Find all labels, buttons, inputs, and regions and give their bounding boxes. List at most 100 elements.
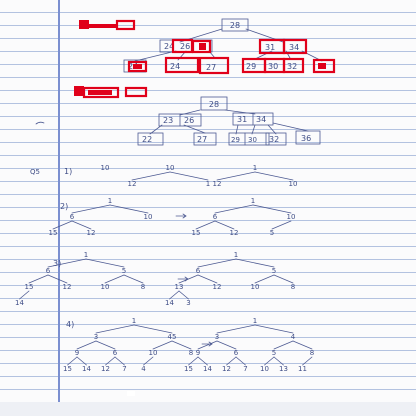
heap-node-key: 3 — [94, 333, 98, 341]
heap-edge — [197, 340, 218, 350]
heap-node-key: 13 — [175, 283, 184, 291]
heap-node-key: 3 — [215, 333, 219, 341]
heap-edge — [273, 274, 294, 284]
heap-edge — [214, 204, 254, 214]
heap-edge — [76, 356, 87, 366]
margin-line — [58, 0, 60, 416]
heap-edge — [188, 356, 199, 366]
heap-edge — [226, 356, 237, 366]
btree-1-key: 26 — [180, 42, 190, 51]
heap-node-key: 10 — [289, 180, 298, 188]
heap-edge — [216, 324, 256, 334]
heap-edge — [169, 171, 209, 181]
heap-edge — [19, 290, 30, 300]
redacted-mark — [88, 90, 112, 95]
heap-node-key: 10 — [149, 349, 158, 357]
heap-node-key: 14 — [15, 299, 24, 307]
heap-node-key: 45 — [168, 333, 177, 341]
heap-edge — [197, 258, 237, 268]
heap-edge — [47, 258, 87, 268]
exercise-label: 1) — [64, 167, 72, 176]
heap-edge — [252, 204, 292, 214]
heap-node-key: 6 — [46, 267, 51, 275]
exercise-label: 4) — [66, 320, 74, 329]
heap-edge — [104, 274, 125, 284]
heap-edge — [271, 220, 292, 230]
heap-node-key: 13 — [279, 365, 288, 373]
btree-2-root-key: 28 — [209, 100, 219, 109]
heap-node-key: 1 — [234, 251, 238, 259]
btree-1-leaf-key: 24 — [170, 62, 180, 71]
heap-node-key: 8 — [189, 349, 193, 357]
heap-node-key: 8 — [310, 349, 314, 357]
heap-node-key: 10 — [144, 213, 153, 221]
btree-1-leaf-key: 32 — [287, 62, 297, 71]
heap-node-key: 12 — [230, 229, 239, 237]
heap-edge — [195, 220, 216, 230]
btree-2-leaf-key: 27 — [197, 135, 207, 144]
heap-node-key: 6 — [70, 213, 75, 221]
heap-node-key: 1 — [108, 197, 112, 205]
btree-2-leaf-node — [228, 132, 270, 146]
heap-node-key: 8 — [291, 283, 295, 291]
btree-1-root-node — [221, 18, 249, 32]
heap-node-key: 14 — [82, 365, 91, 373]
btree-2-key: 26 — [184, 116, 194, 125]
heap-node-key: 12 — [63, 283, 72, 291]
btree-1-leaf-key: 30 — [268, 62, 278, 71]
heap-edge — [264, 356, 275, 366]
btree-2-leaf-node — [265, 132, 287, 146]
heap-node-key: 6 — [213, 213, 218, 221]
heap-edge — [71, 204, 111, 214]
heap-edge — [254, 324, 294, 334]
heap-edge — [178, 274, 199, 284]
redacted-mark — [318, 63, 326, 69]
exercise-label: 3) — [53, 259, 61, 268]
btree-2-leaf-key: 22 — [142, 135, 152, 144]
heap-node-key: 6 — [196, 267, 201, 275]
heap-node-key: 1 — [84, 251, 88, 259]
highlight-box — [282, 38, 308, 55]
heap-node-key: 1 — [206, 180, 210, 188]
heap-node-key: 7 — [243, 365, 247, 373]
btree-2-key: 34 — [256, 115, 266, 124]
heap-edge — [114, 356, 125, 366]
heap-node-key: 4 — [291, 333, 296, 341]
heap-node-key: 3 — [186, 299, 190, 307]
highlight-box — [191, 39, 212, 54]
heap-node-key: 7 — [122, 365, 126, 373]
heap-node-key: 1 — [132, 317, 136, 325]
btree-2-root-node — [200, 96, 228, 111]
redacted-mark — [115, 19, 136, 31]
redacted-mark — [124, 86, 148, 98]
heap-edge — [152, 340, 173, 350]
heap-edge — [143, 356, 154, 366]
heap-edge — [178, 290, 189, 300]
redacted-mark — [79, 20, 89, 29]
heap-edge — [95, 340, 116, 350]
heap-node-key: 15 — [25, 283, 34, 291]
heap-node-key: 1 — [251, 197, 255, 205]
heap-edge — [105, 356, 116, 366]
btree-1-leaf-node — [312, 58, 336, 74]
heap-edge — [95, 324, 135, 334]
heap-edge — [109, 204, 149, 214]
heap-node-key: 11 — [298, 365, 307, 373]
heap-edge — [169, 290, 180, 300]
heap-node-key: 10 — [166, 164, 175, 172]
heap-node-key: 1 — [253, 164, 257, 172]
highlight-box — [282, 57, 305, 74]
heap-edge — [216, 340, 237, 350]
redacted-mark — [199, 43, 206, 50]
heap-edge — [71, 220, 92, 230]
heap-edge — [85, 258, 125, 268]
